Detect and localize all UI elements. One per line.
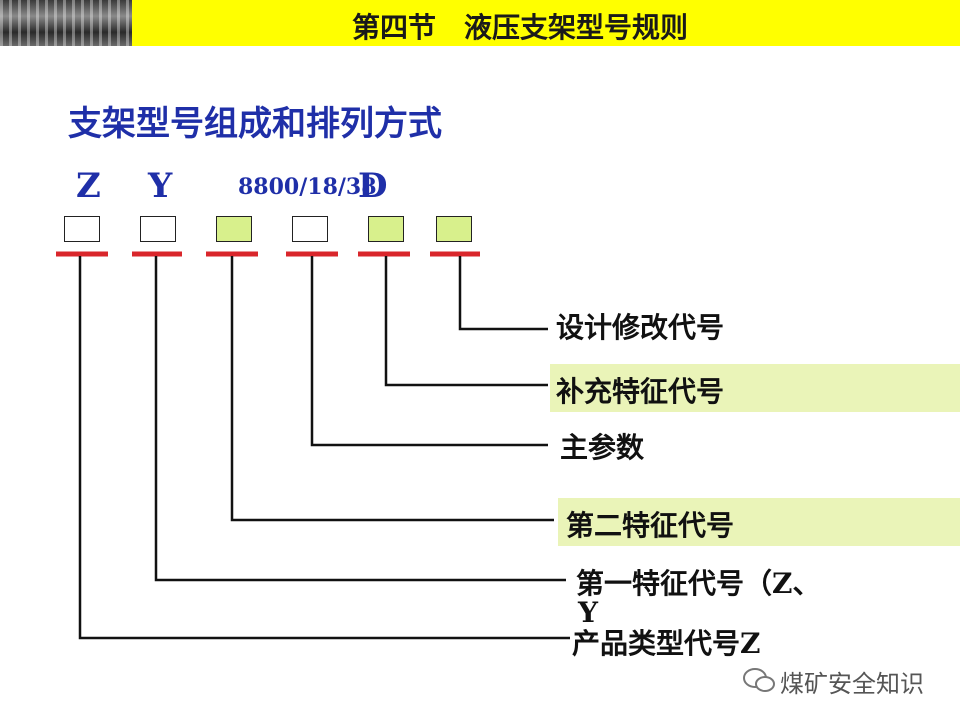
label-design-revision: 设计修改代号	[556, 311, 725, 344]
slot-box-2	[140, 216, 176, 242]
highlight-bar-1	[550, 364, 960, 412]
code-params: 8800/18/38	[238, 174, 377, 200]
label-first-feature: 第一特征代号（Z、	[576, 567, 821, 600]
connector-lines	[78, 256, 570, 640]
connector-line-1	[458, 256, 548, 331]
code-z: Z	[76, 166, 101, 206]
header-image	[0, 0, 132, 46]
connector-line-5	[154, 256, 566, 582]
slot-box-5	[368, 216, 404, 242]
slot-box-4	[292, 216, 328, 242]
section-subtitle: 支架型号组成和排列方式	[68, 104, 442, 144]
code-y: Y	[148, 166, 173, 206]
label-product-type: 产品类型代号Z	[572, 627, 761, 660]
highlight-bar-2	[558, 498, 960, 546]
page-title: 第四节 液压支架型号规则	[352, 11, 689, 44]
label-second-feature: 第二特征代号	[566, 509, 735, 542]
connector-line-6	[78, 256, 570, 640]
label-first-feature-cont: Y	[578, 596, 598, 629]
connector-line-3	[310, 256, 548, 447]
slot-box-3	[216, 216, 252, 242]
connector-line-4	[230, 256, 554, 522]
label-supplementary-feature: 补充特征代号	[556, 375, 725, 408]
watermark-text: 煤矿安全知识	[780, 670, 924, 698]
wechat-icon	[743, 668, 775, 692]
label-main-parameter: 主参数	[560, 431, 645, 464]
header-bar: 第四节 液压支架型号规则	[0, 0, 960, 46]
code-d: D	[358, 166, 388, 206]
slot-box-6	[436, 216, 472, 242]
connector-line-2	[384, 256, 548, 387]
slot-box-1	[64, 216, 100, 242]
